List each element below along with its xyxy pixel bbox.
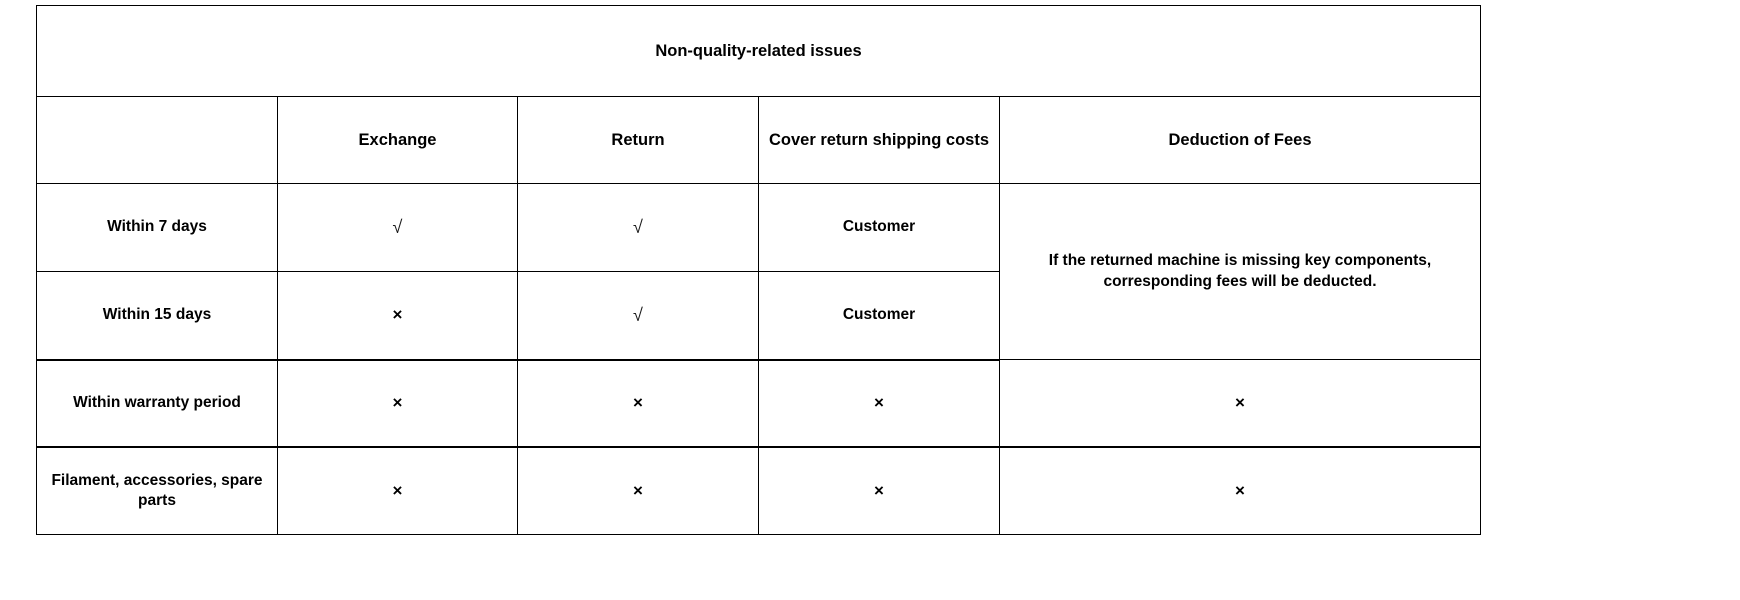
table-title: Non-quality-related issues [35,5,1482,97]
return-policy-table: Non-quality-related issues Exchange Retu… [35,5,1482,535]
cell-within-7-days-shipping: Customer [758,183,1000,272]
table-row: Within 7 days √ √ Customer If the return… [36,183,1482,360]
header-cell-fees: Deduction of Fees [998,96,1482,184]
row-label-within-7-days: Within 7 days [36,183,278,272]
cell-within-warranty-fees: × [998,359,1482,448]
cell-within-warranty-return: × [517,359,759,448]
cell-within-warranty-shipping: × [758,359,1000,448]
cell-within-15-days-return: √ [517,271,759,361]
table-row: Within warranty period × × × × [36,359,1482,448]
row-label-within-15-days: Within 15 days [36,271,278,361]
cell-filament-shipping: × [758,446,1000,535]
cell-merged-deduction-note: If the returned machine is missing key c… [998,183,1482,360]
table-row: Filament, accessories, spare parts × × ×… [36,446,1482,535]
header-cell-scenario [36,96,278,184]
header-cell-return: Return [517,96,759,184]
cell-within-7-days-exchange: √ [277,183,518,272]
cell-within-15-days-exchange: × [277,271,518,361]
row-label-filament-accessories-spare-parts: Filament, accessories, spare parts [36,446,278,535]
table-row: Within 15 days × √ Customer [36,271,1481,361]
table-header-row: Exchange Return Cover return shipping co… [36,96,1482,184]
cell-within-15-days-shipping: Customer [758,271,1000,361]
row-label-within-warranty-period: Within warranty period [36,359,278,448]
header-cell-exchange: Exchange [277,96,518,184]
cell-within-warranty-exchange: × [277,359,518,448]
cell-filament-fees: × [998,446,1482,535]
cell-within-7-days-return: √ [517,183,759,272]
cell-filament-return: × [517,446,759,535]
cell-filament-exchange: × [277,446,518,535]
table-title-row: Non-quality-related issues [35,5,1482,97]
header-cell-shipping: Cover return shipping costs [758,96,1000,184]
